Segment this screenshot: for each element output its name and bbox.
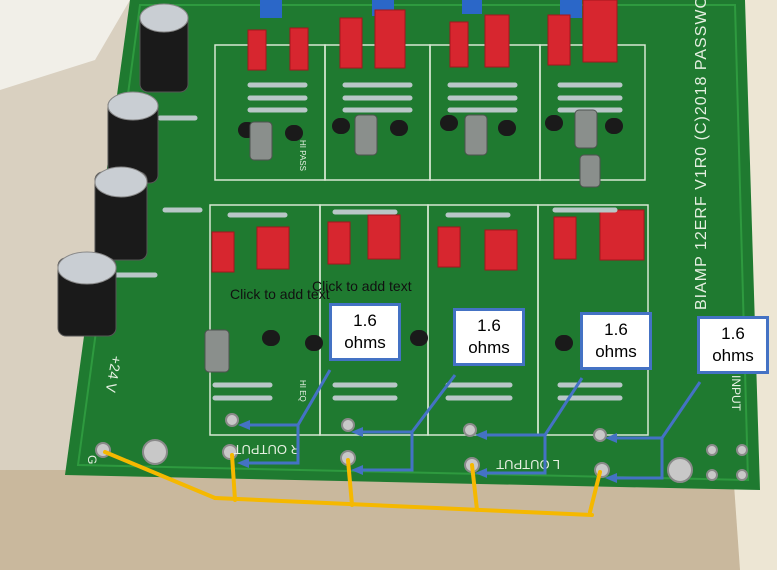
callout-3-value: 1.6 [604,319,628,339]
callout-3[interactable]: 1.6 ohms [580,312,652,370]
ground-wire [103,450,602,517]
callout-1-value: 1.6 [353,310,377,330]
placeholder-text-1[interactable]: Click to add text [312,278,412,294]
hi-eq-label: HI EQ [298,380,307,402]
input-label: INPUT [729,375,743,412]
supply-label: +24 V [103,354,125,394]
ground-label: G [85,455,99,464]
l-output-label: L OUTPUT [496,457,560,472]
callout-4-unit: ohms [712,346,754,365]
electrolytic-capacitors [57,3,189,337]
callout-1-unit: ohms [344,333,386,352]
callout-2-unit: ohms [468,338,510,357]
placeholder-text-2[interactable]: Click to add text [230,286,330,302]
callout-1[interactable]: 1.6 ohms [329,303,401,361]
callout-4[interactable]: 1.6 ohms [697,316,769,374]
callout-arrows [244,369,702,480]
callout-4-value: 1.6 [721,323,745,343]
callout-3-unit: ohms [595,342,637,361]
callout-2-value: 1.6 [477,315,501,335]
r-output-label: R OUTPUT [234,442,301,457]
callout-2[interactable]: 1.6 ohms [453,308,525,366]
hi-pass-label: HI PASS [298,140,307,171]
board-title-text: BIAMP 12ERF V1R0 (C)2018 PASSWORKS [693,0,710,310]
